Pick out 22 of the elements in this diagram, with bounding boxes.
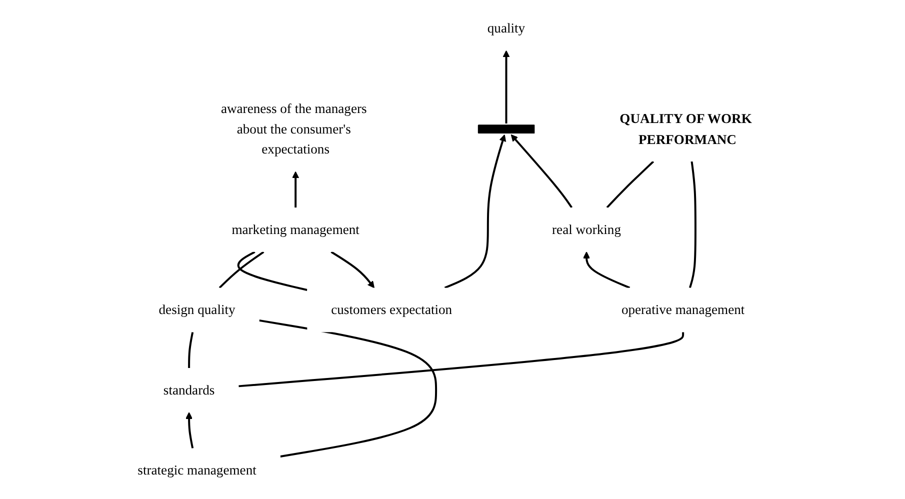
node-text: awareness of the managers about the consumer's expectations — [220, 101, 367, 157]
node-text: real working — [552, 222, 621, 238]
arrow — [444, 134, 506, 289]
connector — [218, 251, 264, 289]
node-text: operative management — [621, 302, 745, 318]
arrow — [502, 50, 510, 124]
arrow — [292, 171, 300, 208]
node-text: marketing management — [232, 222, 360, 238]
connector — [237, 251, 308, 291]
arrow — [330, 251, 375, 288]
connector — [188, 332, 194, 368]
node-text: QUALITY OF WORK PERFORMANC — [620, 111, 752, 147]
arrow — [583, 252, 630, 289]
node-text: strategic management — [138, 462, 256, 478]
arrow — [186, 412, 194, 448]
node-text: quality — [487, 20, 526, 36]
node-text: standards — [163, 382, 215, 398]
connector — [688, 161, 696, 288]
connector — [606, 160, 654, 208]
connector — [259, 319, 438, 458]
arrow — [510, 134, 572, 208]
node-text: design quality — [158, 302, 236, 318]
